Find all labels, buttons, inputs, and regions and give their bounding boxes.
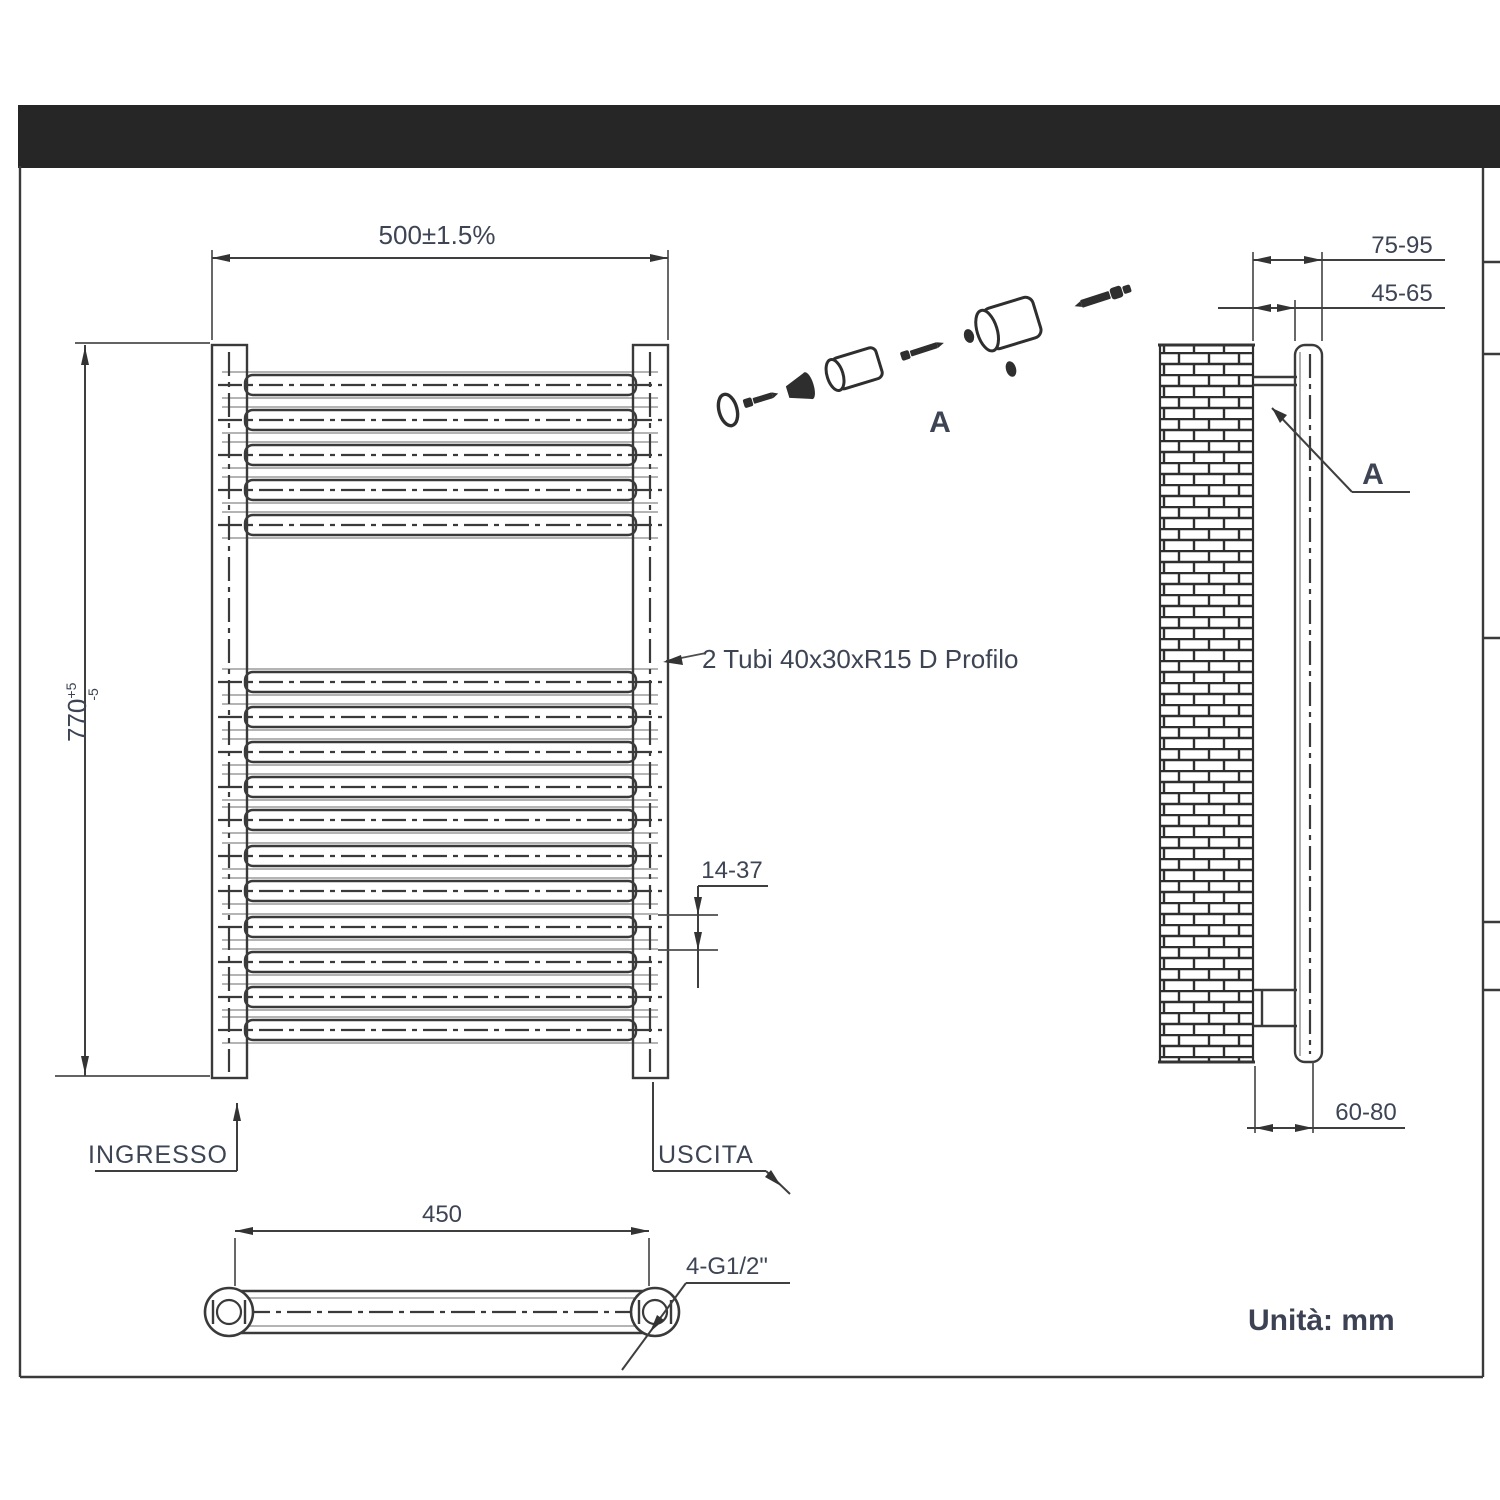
wall-plug [785,372,815,400]
tube-note-text: 2 Tubi 40x30xR15 D Profilo [702,644,1019,674]
exploded-fixing-kit: A [716,284,1132,439]
side-detail-label: A [1362,458,1384,491]
floor-offset-text: 60-80 [1335,1099,1396,1126]
rung-tube [218,406,662,434]
rung-tubes [218,371,662,1044]
bottom-view: 450 4-G1/2" [203,1201,790,1371]
bead-nut-2 [1005,361,1017,377]
bracket-sleeve [974,295,1043,353]
rung-tube [218,441,662,469]
screw-small-2 [900,342,944,361]
rung-tube [218,371,662,399]
spacing-dim-text: 14-37 [701,857,762,884]
right-vertical-tube [631,343,670,1080]
outlet-callout: USCITA [652,1082,791,1195]
rung-tube [218,1016,662,1044]
rung-tube [218,738,662,766]
rung-tube [218,476,662,504]
frame-right-ticks [1483,260,1500,992]
radiator-side-profile [1293,343,1324,1064]
thread-note-text: 4-G1/2" [686,1253,768,1280]
rung-tube [218,806,662,834]
rung-tube [218,877,662,905]
lower-wall-bracket [1253,988,1297,1028]
wall-offset-inner-text: 45-65 [1371,280,1432,307]
front-view: 500±1.5% 770+5-5 2 Tubi 40x30xR15 D Prof… [55,220,1019,1195]
tube-note: 2 Tubi 40x30xR15 D Profilo [663,644,1019,674]
inlet-callout: INGRESSO [88,1103,241,1172]
screw-small-1 [742,392,779,408]
header-bar [18,105,1500,168]
rung-tube [218,983,662,1011]
exploded-detail-label: A [929,406,951,439]
screw-small-3 [1074,284,1132,308]
width-dimension: 500±1.5% [211,220,669,340]
wall-section [1158,343,1255,1064]
inlet-label: INGRESSO [88,1141,228,1169]
spacing-dimension: 14-37 [658,857,768,988]
rung-tube [218,511,662,539]
floor-offset-dimension: 60-80 [1247,1062,1405,1133]
rung-tube [218,913,662,941]
rung-tube [218,948,662,976]
side-view: 75-95 45-65 A 60-80 [1158,232,1445,1133]
right-connection-fitting [629,1286,681,1338]
pitch-dim-text: 450 [422,1201,462,1228]
rung-tube [218,773,662,801]
rung-tube [218,668,662,696]
thread-note-callout: 4-G1/2" [621,1253,790,1371]
outlet-label: USCITA [658,1141,754,1169]
detail-a-callout: A [1271,407,1410,493]
sheet-frame [18,105,1500,1379]
bottom-tube [229,1289,655,1335]
wall-offset-outer-text: 75-95 [1371,232,1432,259]
bead-nut-1 [963,329,975,343]
units-note: Unità: mm [1248,1304,1395,1337]
wall-offset-outer-dimension: 75-95 [1252,232,1445,341]
pitch-dimension: 450 [234,1201,650,1286]
spacer-sleeve [824,346,884,392]
left-vertical-tube [210,343,249,1080]
height-dim-text: 770+5-5 [62,682,101,742]
rung-tube [218,842,662,870]
upper-wall-bracket [1253,375,1297,387]
rung-tube [218,703,662,731]
width-dim-text: 500±1.5% [379,220,496,250]
washer-ring [716,392,740,428]
left-connection-fitting [203,1286,255,1338]
height-dimension: 770+5-5 [55,342,210,1077]
wall-offset-inner-dimension: 45-65 [1218,280,1445,341]
